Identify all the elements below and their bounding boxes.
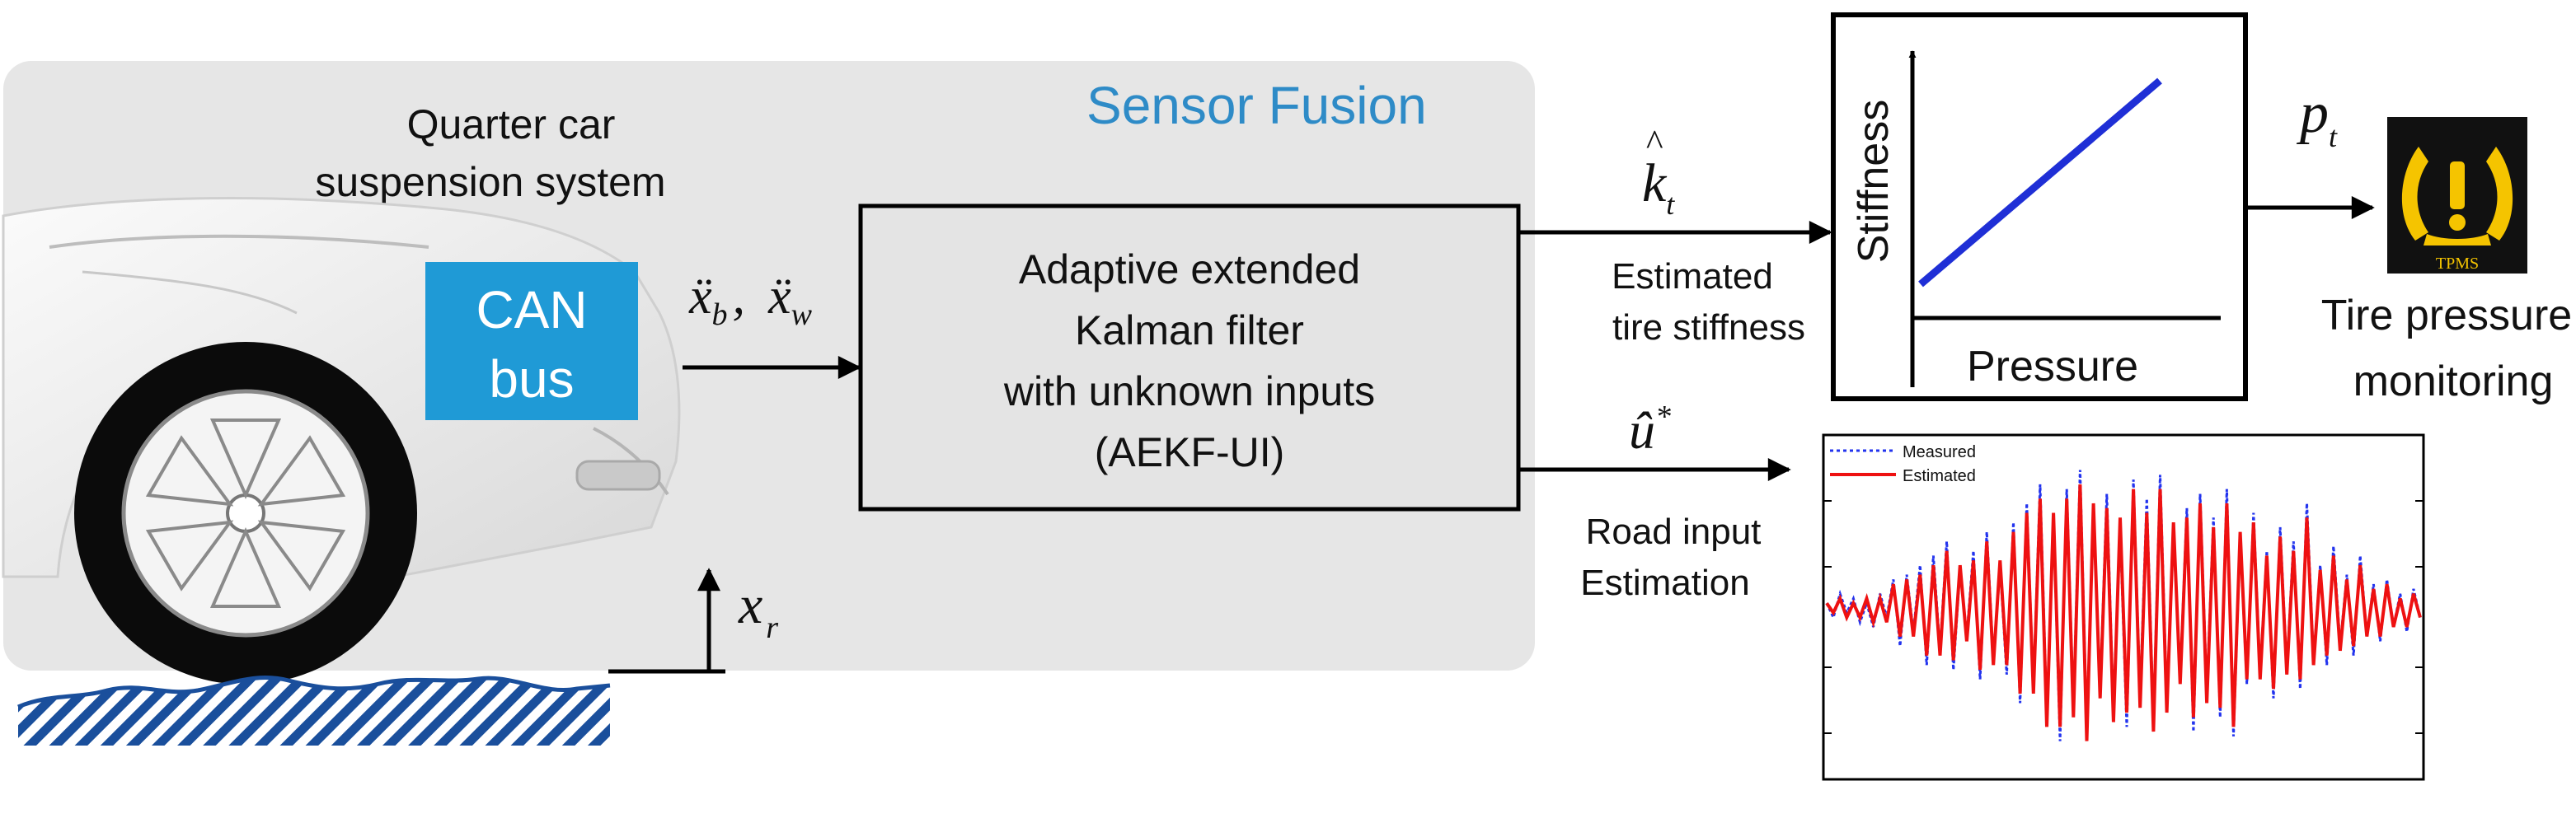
road-chart-legend: Measured Estimated (1830, 443, 1976, 485)
road-input-chart: Measured Estimated (1822, 433, 2425, 781)
can-bus-line2: bus (489, 349, 574, 409)
filter-line2: Kalman filter (1075, 307, 1304, 353)
road-input-caption2: Estimation (1580, 563, 1749, 603)
can-bus-line1: CAN (476, 280, 587, 339)
filter-line4: (AEKF-UI) (1095, 429, 1285, 475)
stiffness-caption1: Estimated (1612, 256, 1773, 297)
stiffness-estimate-symbol: kt ^ (1642, 123, 1675, 221)
svg-text:xr: xr (738, 575, 778, 645)
pressure-estimate-symbol: pt (2296, 82, 2338, 153)
car-label-line1: Quarter car (407, 101, 616, 147)
legend-measured: Measured (1903, 443, 1976, 461)
acceleration-signals-label: ẍb,ẍw (688, 269, 813, 332)
stiffness-plot-frame (1831, 12, 2248, 401)
filter-line3: with unknown inputs (1003, 368, 1375, 414)
road-surface-icon (18, 677, 610, 746)
tpms-caption1: Tire pressure (2321, 292, 2572, 339)
stiffness-plot-xlabel: Pressure (1967, 343, 2138, 390)
car-label-line2: suspension system (315, 159, 665, 205)
svg-text:pt: pt (2296, 82, 2338, 153)
wheel-icon (74, 342, 417, 685)
sensor-fusion-title: Sensor Fusion (1086, 76, 1427, 135)
stiffness-plot-ylabel: Stiffness (1850, 100, 1898, 263)
series-estimated-line (1825, 484, 2422, 741)
stiffness-caption2: tire stiffness (1612, 307, 1805, 348)
filter-line1: Adaptive extended (1019, 246, 1360, 292)
road-chart-ticks (1823, 500, 2424, 734)
legend-estimated: Estimated (1903, 467, 1976, 485)
can-bus-box (425, 262, 638, 420)
tpms-warning-icon: TPMS (2387, 117, 2527, 274)
svg-text:û*: û* (1629, 400, 1671, 460)
aekf-ui-filter-box (858, 203, 1521, 512)
road-input-caption1: Road input (1586, 512, 1762, 552)
svg-text:kt: kt (1642, 153, 1675, 221)
stiffness-pressure-line (1918, 77, 2162, 288)
road-input-symbol: û* (1629, 400, 1671, 460)
tpms-badge-text: TPMS (2436, 255, 2479, 273)
tpms-caption2: monitoring (2353, 358, 2554, 405)
svg-text:ẍb,ẍw: ẍb,ẍw (688, 269, 813, 332)
svg-text:^: ^ (1645, 123, 1663, 163)
